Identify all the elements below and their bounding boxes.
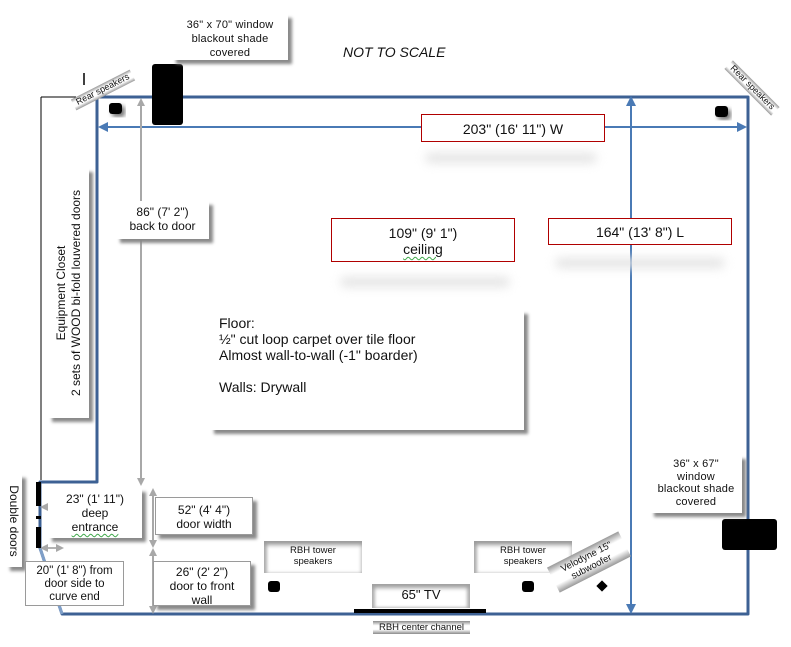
- deep-entrance-label: 23" (1' 11") deep entrance: [48, 488, 142, 538]
- door-width-label: 52" (4' 4") door width: [155, 497, 253, 535]
- note-line: Walls: Drywall: [219, 379, 307, 395]
- label-line: wall: [191, 593, 213, 607]
- rbh-tower-left-label: RBH tower speakers: [264, 541, 362, 573]
- label-line: 20" (1' 8") from: [36, 565, 113, 577]
- equipment-closet-label: Equipment Closet 2 sets of WOOD bi-fold …: [48, 168, 89, 418]
- subwoofer: [596, 580, 608, 592]
- tv: [354, 609, 486, 613]
- label-line: ceiling: [332, 241, 514, 257]
- label-line: RBH tower: [500, 545, 546, 556]
- label-line: 109" (9' 1"): [388, 225, 458, 241]
- label-line: entrance: [48, 520, 142, 534]
- window-right: [722, 519, 777, 550]
- label-line: 52" (4' 4"): [177, 503, 231, 517]
- entrance-word: entrance: [71, 520, 119, 534]
- label-line: curve end: [49, 591, 100, 603]
- rear-speaker-right: [715, 106, 728, 117]
- label-line: window: [677, 470, 715, 483]
- shadow-bar: [425, 153, 597, 163]
- label-line: 86" (7' 2"): [136, 205, 189, 219]
- note-spacer: [219, 363, 524, 379]
- label-line: blackout shade: [657, 483, 735, 495]
- shadow-bar: [340, 277, 510, 287]
- label-line: 36" x 67": [673, 458, 719, 470]
- ceiling-dimension-label: 109" (9' 1") ceiling: [331, 218, 515, 262]
- length-dimension-label: 164" (13' 8") L: [548, 218, 732, 245]
- window-top: [152, 64, 183, 125]
- ceiling-word: ceiling: [403, 241, 443, 257]
- label-line: deep: [81, 506, 109, 520]
- shadow-bar: [555, 258, 725, 268]
- tv-label: 65" TV: [372, 584, 470, 608]
- double-doors-label: Double doors: [6, 474, 22, 567]
- label-line: 2 sets of WOOD bi-fold louvered doors: [68, 189, 83, 397]
- note-line: Floor:: [219, 315, 255, 331]
- label-line: Equipment Closet: [53, 245, 68, 341]
- label-line: door side to: [44, 578, 105, 590]
- double-door-upper: [36, 482, 41, 506]
- door-side-curve-label: 20" (1' 8") from door side to curve end: [25, 561, 124, 606]
- note-line: ½" cut loop carpet over tile floor: [219, 331, 416, 347]
- door-hinge: [36, 516, 41, 519]
- window-top-label: 36" x 70" window blackout shade covered: [172, 14, 288, 60]
- label-line: 26" (2' 2"): [175, 565, 229, 579]
- label-line: back to door: [129, 219, 196, 233]
- floor-notes: Floor: ½" cut loop carpet over tile floo…: [210, 310, 524, 430]
- label-text: Double doors: [7, 484, 21, 557]
- width-dimension-label: 203" (16' 11") W: [421, 114, 605, 142]
- center-channel-label: RBH center channel: [373, 621, 470, 634]
- window-right-label: 36" x 67" window blackout shade covered: [650, 455, 742, 513]
- label-line: speakers: [503, 556, 543, 567]
- label-line: RBH tower: [290, 545, 336, 556]
- door-front-wall-label: 26" (2' 2") door to front wall: [153, 561, 251, 607]
- note-line: Almost wall-to-wall (-1" boarder): [219, 347, 418, 363]
- equipment-closet-outline: [40, 96, 76, 480]
- rbh-tower-right: [522, 581, 534, 592]
- label-line: door width: [176, 517, 232, 531]
- back-to-door-label: 86" (7' 2") back to door: [116, 201, 209, 239]
- label-line: speakers: [293, 556, 333, 567]
- rbh-tower-left: [268, 581, 280, 592]
- label-line: 23" (1' 11"): [66, 492, 124, 506]
- label-line: blackout shade: [191, 33, 269, 45]
- double-door-lower: [36, 527, 41, 548]
- label-line: 36" x 70" window: [186, 19, 274, 31]
- label-line: covered: [209, 47, 251, 59]
- rear-speaker-left: [109, 103, 122, 114]
- not-to-scale-note: NOT TO SCALE: [343, 44, 446, 60]
- label-line: door to front: [169, 579, 235, 593]
- label-line: covered: [675, 495, 717, 508]
